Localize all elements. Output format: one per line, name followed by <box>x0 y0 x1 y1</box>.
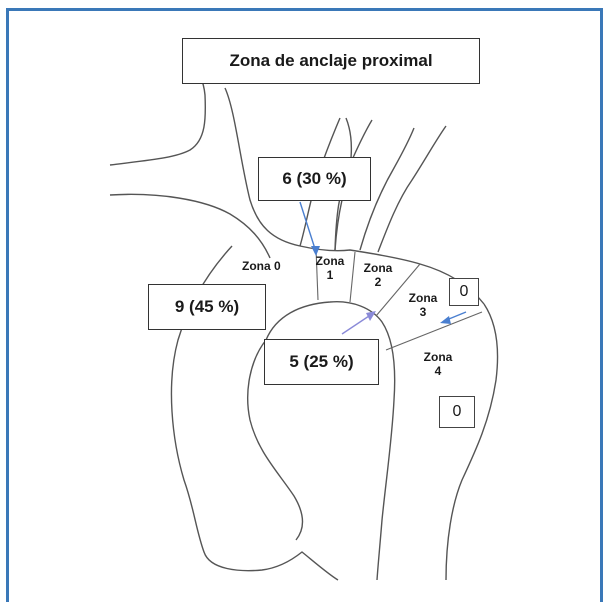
descending-aorta-outer <box>446 304 498 580</box>
zone-2-count-box: 5 (25 %) <box>264 339 379 385</box>
zone-3-count-box: 0 <box>449 278 479 306</box>
zone-2-number: 2 <box>358 275 398 289</box>
brachiocephalic-outline-lower <box>110 194 270 258</box>
figure-title: Zona de anclaje proximal <box>182 38 480 84</box>
zone-3-number: 3 <box>402 305 444 319</box>
zone-1-word: Zona <box>310 254 350 268</box>
zone-2-label: Zona 2 <box>358 261 398 289</box>
zone-1-label: Zona 1 <box>310 254 350 282</box>
zone-1-number: 1 <box>310 268 350 282</box>
zone-0-count-box: 9 (45 %) <box>148 284 266 330</box>
brachiocephalic-outline-upper <box>110 76 205 165</box>
zone-2-word: Zona <box>358 261 398 275</box>
zone-1-count-box: 6 (30 %) <box>258 157 371 201</box>
zone-3-word: Zona <box>402 291 444 305</box>
zone-3-label: Zona 3 <box>402 291 444 319</box>
zone-4-word: Zona <box>416 350 460 364</box>
zone-0-label: Zona 0 <box>242 259 281 273</box>
zone-4-number: 4 <box>416 364 460 378</box>
zone-4-count-box: 0 <box>439 396 475 428</box>
arrow-zona1 <box>300 202 316 252</box>
arrow-zona2 <box>342 314 372 334</box>
zone-1-2-divider <box>350 252 355 302</box>
zone-4-label: Zona 4 <box>416 350 460 378</box>
arrow-zona2-head <box>366 311 376 321</box>
neck-vessel-right-b <box>378 126 446 252</box>
